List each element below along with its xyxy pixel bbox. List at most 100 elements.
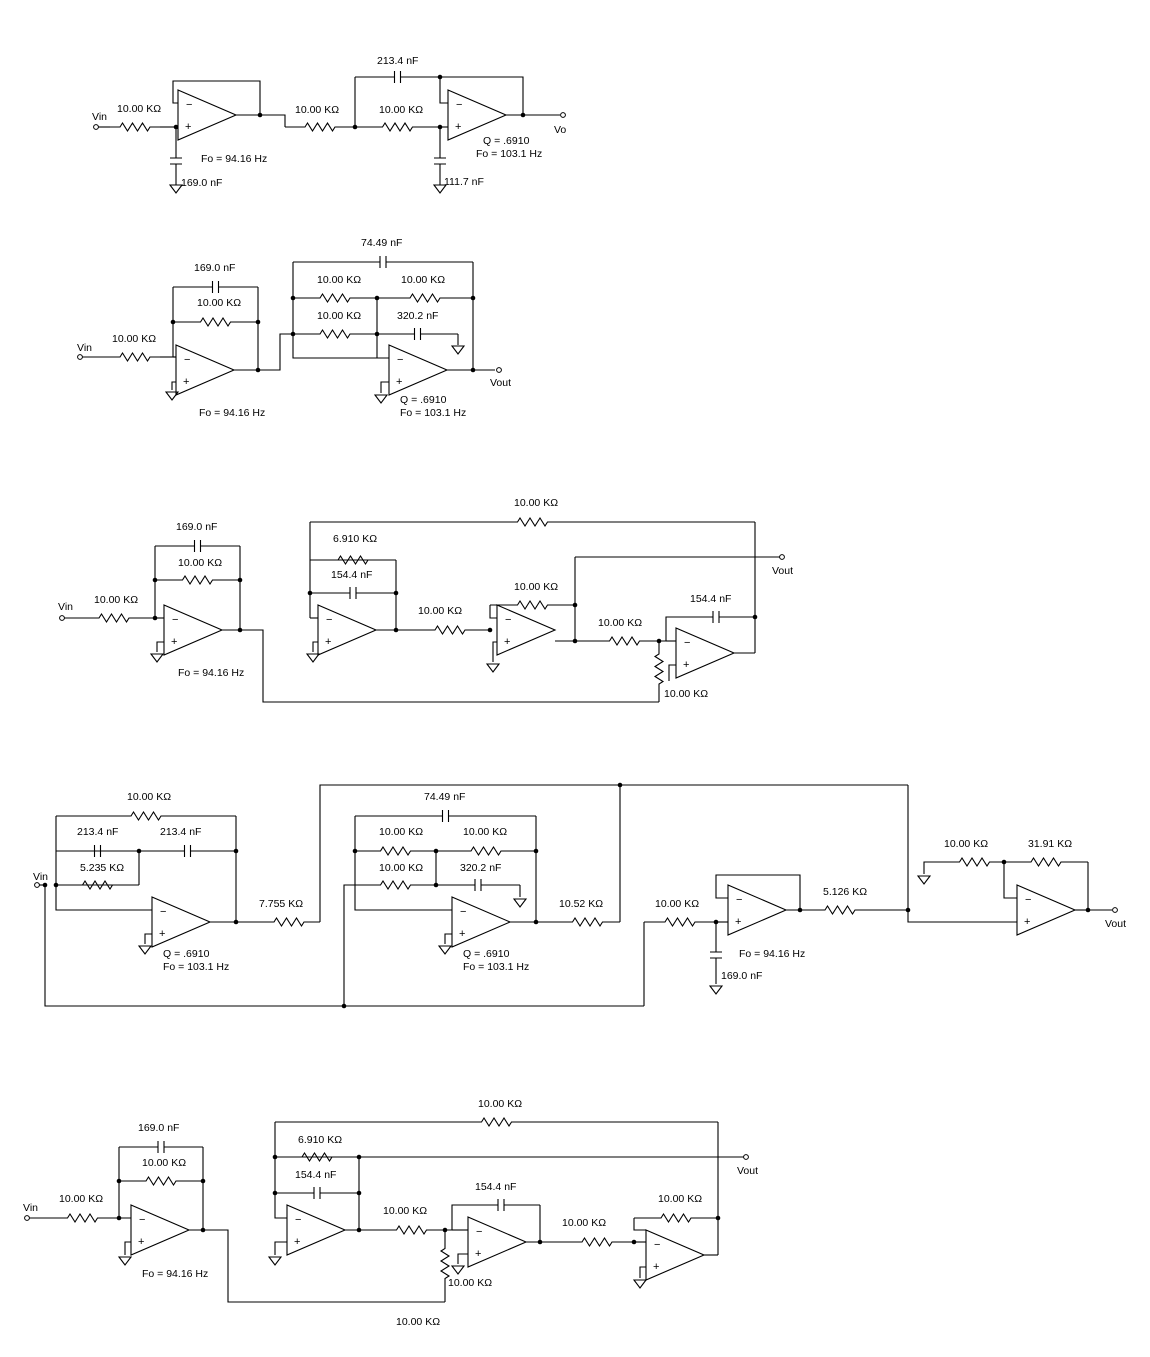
opamp-plus-sign: +: [325, 636, 331, 648]
wire: [633, 1218, 646, 1231]
opamp-minus-sign: −: [460, 906, 466, 918]
opamp-triangle: [175, 344, 236, 396]
opamp-minus-sign: −: [295, 1214, 301, 1226]
component-label: 10.00 KΩ: [383, 1205, 427, 1217]
resistor: [310, 516, 755, 528]
component-label: Vo: [554, 124, 566, 136]
resistor: [285, 121, 355, 133]
opamp-minus-sign: −: [476, 1226, 482, 1238]
component-label: Fo = 103.1 Hz: [400, 407, 466, 419]
wire: [907, 785, 1017, 923]
component-label: Fo = 94.16 Hz: [142, 1268, 208, 1280]
opamp-triangle: [1016, 884, 1077, 936]
component-label: 10.00 KΩ: [379, 104, 423, 116]
terminal: [560, 112, 566, 118]
component-label: 6.910 KΩ: [333, 533, 377, 545]
component-label: 169.0 nF: [138, 1122, 179, 1134]
capacitor: [275, 1187, 359, 1199]
wire: [444, 933, 452, 944]
resistor: [155, 574, 240, 586]
component-label: 7.755 KΩ: [259, 898, 303, 910]
component-label: 10.00 KΩ: [418, 605, 462, 617]
component-label: 10.00 KΩ: [317, 310, 361, 322]
opamp-triangle: [645, 1229, 706, 1281]
component-label: 10.00 KΩ: [112, 333, 156, 345]
component-label: 154.4 nF: [331, 569, 372, 581]
component-label: 213.4 nF: [160, 826, 201, 838]
component-label: 169.0 nF: [194, 262, 235, 274]
junction-dot: [352, 848, 358, 854]
opamp-minus-sign: −: [397, 354, 403, 366]
component-label: Q = .6910: [400, 394, 447, 406]
resistor: [945, 856, 1004, 868]
component-label: 111.7 nF: [444, 176, 484, 188]
component-label: 74.49 nF: [361, 237, 402, 249]
component-label: 169.0 nF: [181, 177, 222, 189]
resistor: [355, 121, 440, 133]
wire: [639, 1266, 646, 1278]
component-label: 10.00 KΩ: [478, 1098, 522, 1110]
resistor: [644, 916, 716, 928]
component-label: Vin: [58, 601, 73, 613]
wire: [445, 1204, 462, 1231]
opamp-minus-sign: −: [456, 99, 462, 111]
ground-icon: [916, 875, 932, 885]
resistor: [258, 916, 320, 928]
opamp-plus-sign: +: [735, 916, 741, 928]
ground-icon: [512, 898, 528, 908]
opamp-plus-sign: +: [504, 636, 510, 648]
component-label: Vout: [490, 377, 511, 389]
resistor: [436, 845, 536, 857]
terminal: [743, 1154, 749, 1160]
ground-icon: [137, 945, 153, 955]
component-label: 10.00 KΩ: [448, 1277, 492, 1289]
ground-icon: [437, 945, 453, 955]
terminal: [24, 1215, 30, 1221]
ground-icon: [168, 184, 184, 194]
wire: [124, 1241, 131, 1255]
resistor: [275, 1151, 359, 1163]
wire: [923, 861, 945, 874]
opamp-triangle: [317, 604, 378, 656]
resistor: [439, 1242, 451, 1285]
junction-dot: [272, 1190, 278, 1196]
wire: [492, 641, 497, 662]
component-label: 320.2 nF: [460, 862, 501, 874]
opamp-plus-sign: +: [138, 1236, 144, 1248]
resistor: [810, 904, 870, 916]
opamp-minus-sign: −: [684, 637, 690, 649]
ground-icon: [485, 663, 501, 673]
ground-icon: [373, 394, 389, 404]
component-label: 10.00 KΩ: [655, 898, 699, 910]
resistor: [378, 1224, 445, 1236]
component-label: 10.00 KΩ: [379, 826, 423, 838]
opamp-minus-sign: −: [505, 614, 511, 626]
component-label: Fo = 94.16 Hz: [739, 948, 805, 960]
component-label: Fo = 94.16 Hz: [199, 407, 265, 419]
resistor: [56, 879, 139, 891]
opamp-plus-sign: +: [455, 121, 461, 133]
opamp-triangle: [151, 896, 212, 948]
component-label: 154.4 nF: [475, 1181, 516, 1193]
component-label: 10.00 KΩ: [117, 103, 161, 115]
wire: [312, 641, 318, 652]
opamp-plus-sign: +: [159, 928, 165, 940]
component-label: Vin: [33, 871, 48, 883]
ground-icon: [432, 184, 448, 194]
wire: [44, 885, 644, 1007]
capacitor: [119, 1141, 203, 1153]
component-label: 31.91 KΩ: [1028, 838, 1072, 850]
opamp-plus-sign: +: [396, 376, 402, 388]
opamp-plus-sign: +: [475, 1248, 481, 1260]
opamp-minus-sign: −: [184, 354, 190, 366]
capacitor: [170, 150, 182, 172]
component-label: 10.00 KΩ: [658, 1193, 702, 1205]
resistor: [55, 1212, 110, 1224]
wire: [715, 874, 801, 910]
capacitor: [377, 328, 458, 340]
opamp-minus-sign: −: [1025, 894, 1031, 906]
component-label: 10.00 KΩ: [127, 791, 171, 803]
component-label: 154.4 nF: [690, 593, 731, 605]
capacitor: [139, 845, 236, 857]
ground-icon: [450, 345, 466, 355]
